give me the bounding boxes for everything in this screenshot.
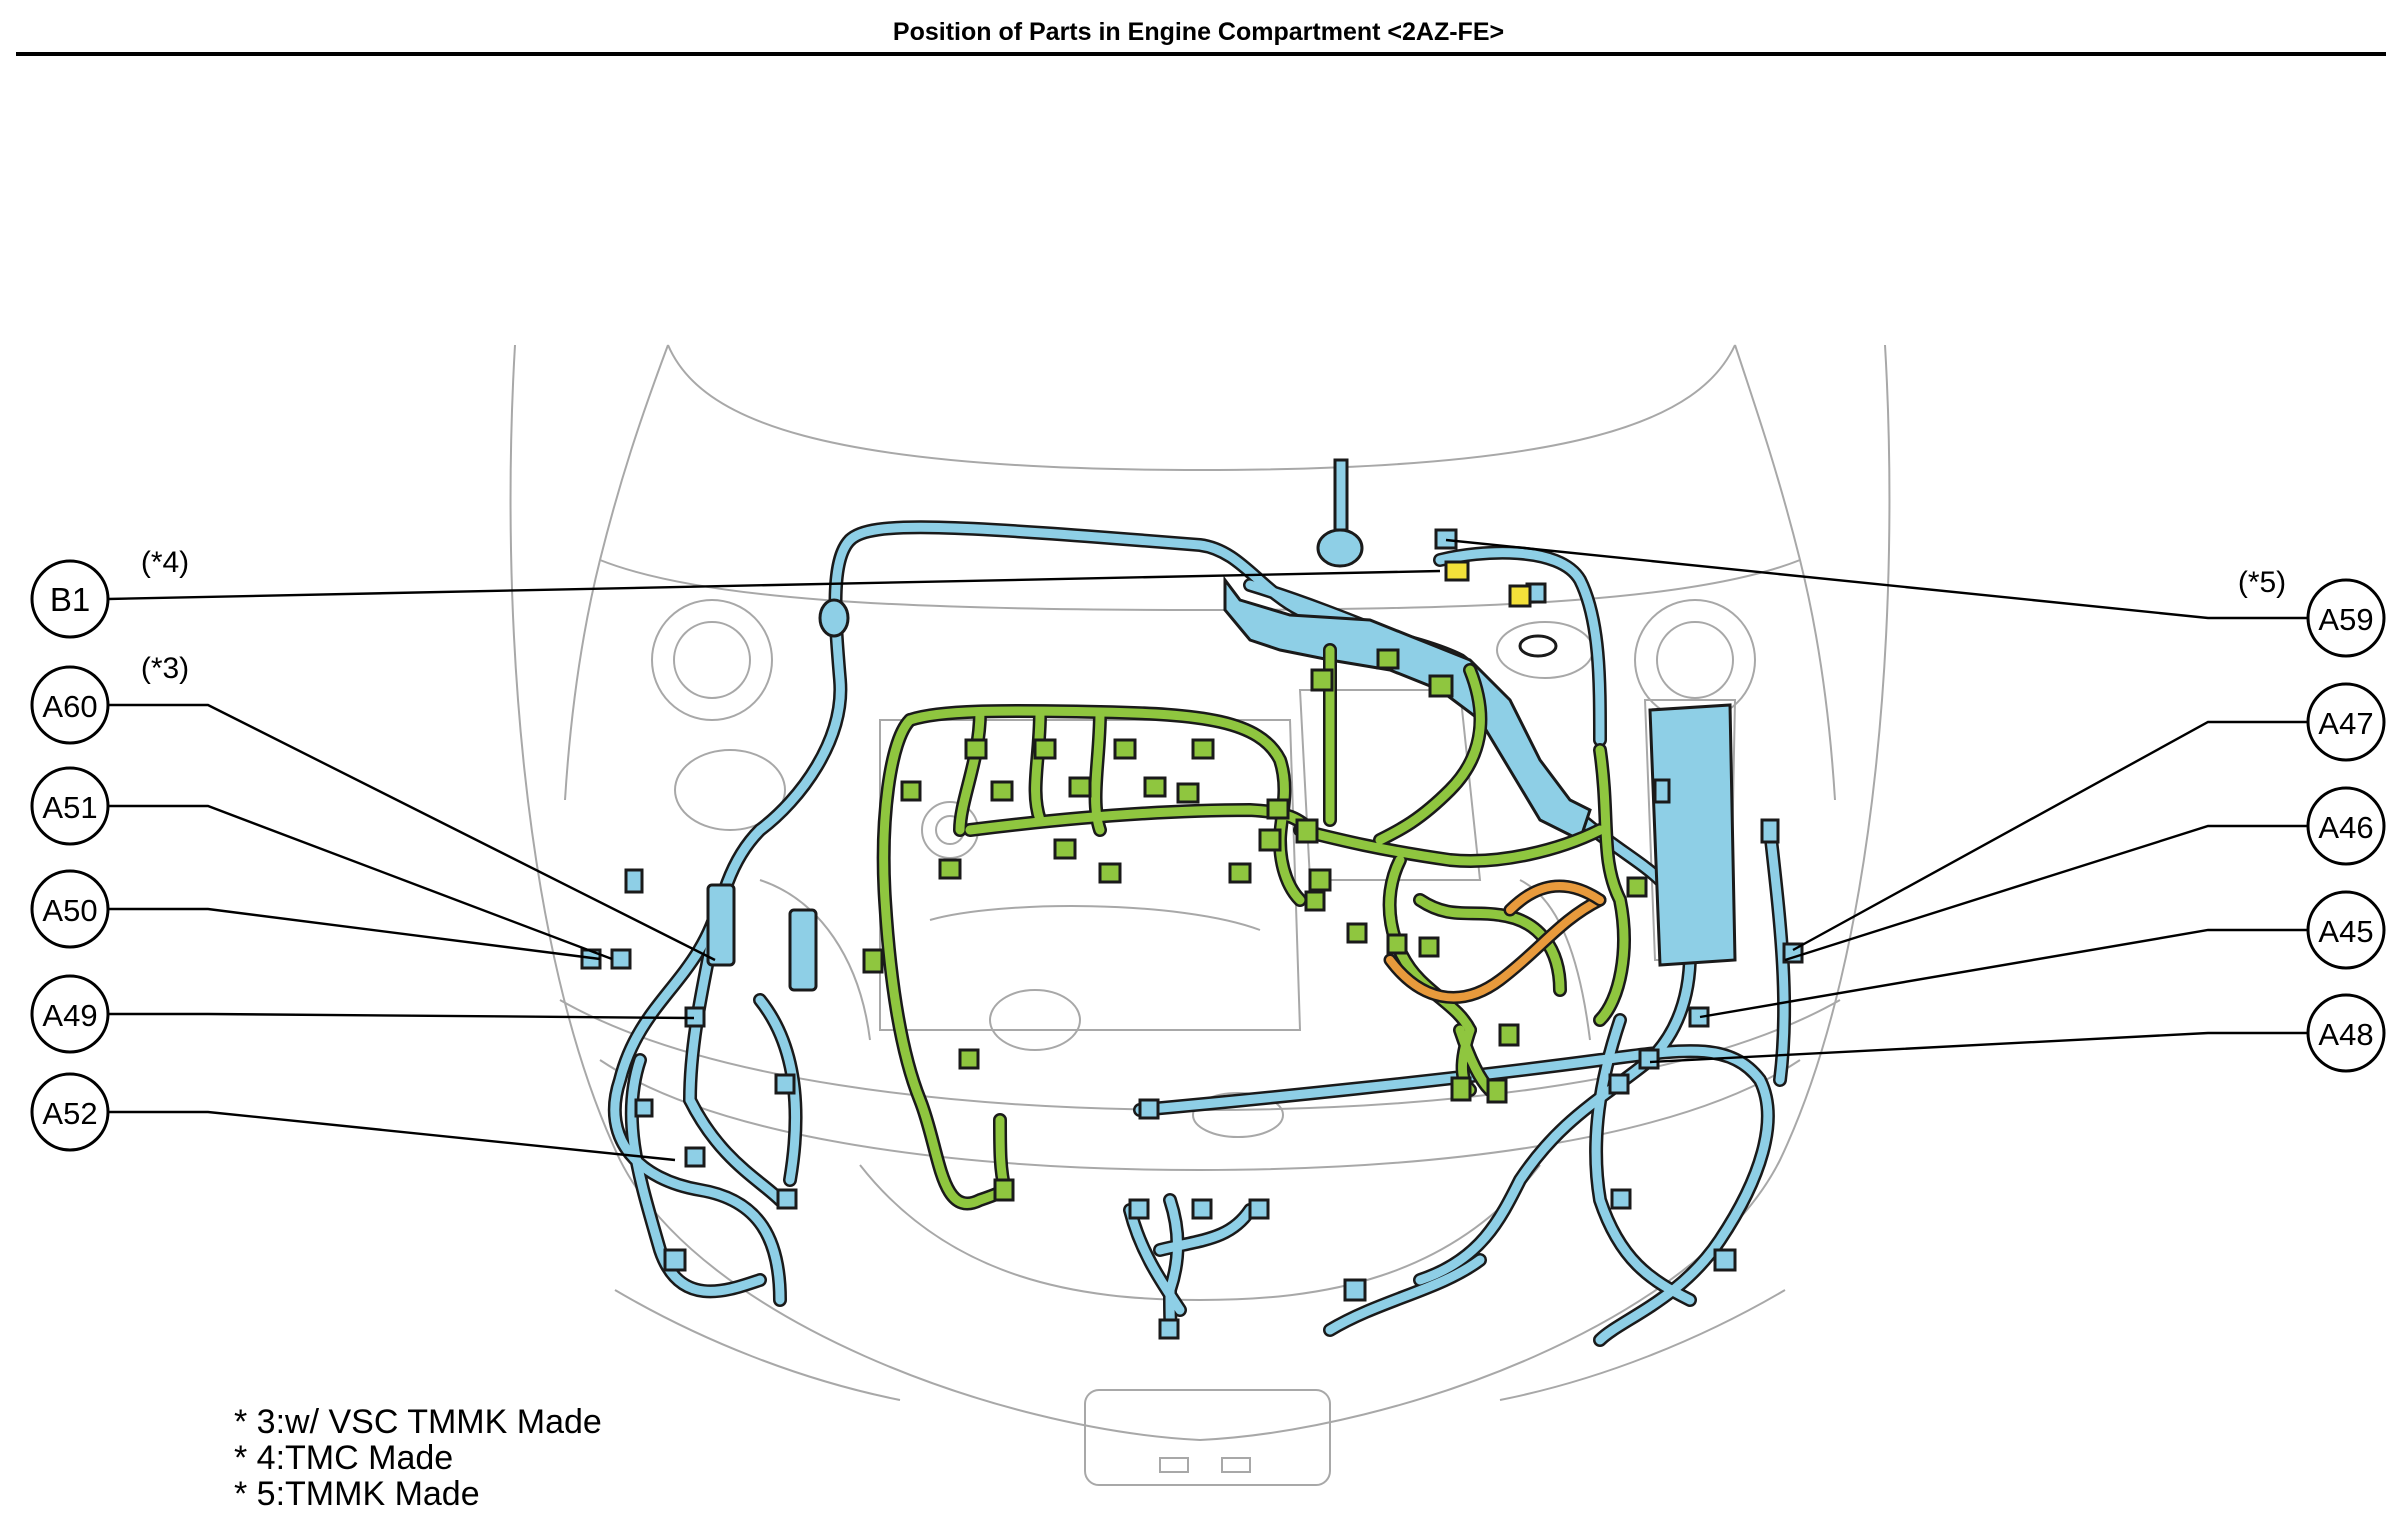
connectors-green xyxy=(862,648,1648,1202)
callout-a47: A47 xyxy=(2306,682,2386,762)
callout-label: A52 xyxy=(42,1096,97,1131)
blue-harness-protector xyxy=(706,575,1737,992)
callout-a50: A50 xyxy=(30,869,110,949)
callout-label: A59 xyxy=(2318,602,2373,637)
callout-label: A45 xyxy=(2318,914,2373,949)
callout-qualifier: (*4) xyxy=(141,546,189,579)
connectors-yellow xyxy=(1444,560,1532,608)
callout-a52: A52 xyxy=(30,1072,110,1152)
callout-qualifier: (*3) xyxy=(141,652,189,685)
callout-a46: A46 xyxy=(2306,786,2386,866)
callout-qualifier: (*5) xyxy=(2238,566,2286,599)
callout-a48: A48 xyxy=(2306,993,2386,1073)
footnotes: * 3:w/ VSC TMMK Made * 4:TMC Made * 5:TM… xyxy=(234,1404,602,1512)
callout-label: A60 xyxy=(42,689,97,724)
callout-a49: A49 xyxy=(30,974,110,1054)
grommet-parts xyxy=(818,458,1558,658)
callout-label: B1 xyxy=(50,581,90,618)
callout-a60: A60 (*3) xyxy=(30,652,189,745)
callout-label: A50 xyxy=(42,893,97,928)
footnote-4: * 4:TMC Made xyxy=(234,1439,454,1477)
callout-a45: A45 xyxy=(2306,890,2386,970)
callout-leader-lines xyxy=(107,538,2308,1162)
footnote-3: * 3:w/ VSC TMMK Made xyxy=(234,1403,602,1441)
callout-label: A47 xyxy=(2318,706,2373,741)
callout-label: A46 xyxy=(2318,810,2373,845)
callout-a51: A51 xyxy=(30,766,110,846)
callout-label: A48 xyxy=(2318,1017,2373,1052)
callout-label: A49 xyxy=(42,998,97,1033)
connectors-blue xyxy=(580,528,1804,1340)
engine-wire-harness-green xyxy=(884,643,1624,1204)
callout-a59: A59 (*5) xyxy=(2238,566,2386,658)
footnote-5: * 5:TMMK Made xyxy=(234,1475,480,1513)
title-underline xyxy=(16,52,2386,56)
callout-b1: B1 (*4) xyxy=(30,546,189,639)
page-title: Position of Parts in Engine Compartment … xyxy=(892,18,1505,46)
callout-label: A51 xyxy=(42,790,97,825)
engine-wire-harness-orange xyxy=(1383,879,1607,1004)
